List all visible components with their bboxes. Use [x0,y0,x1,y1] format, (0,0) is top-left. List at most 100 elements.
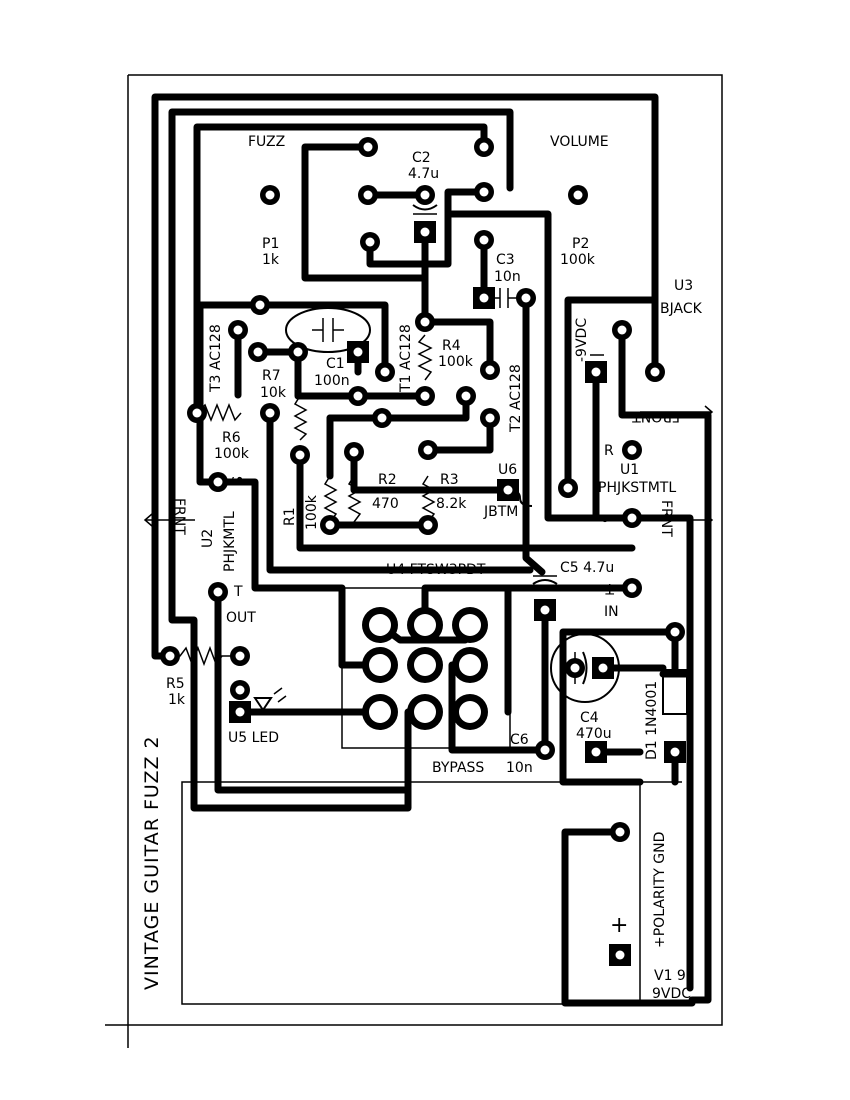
label-p1-ref: P1 [262,236,279,252]
solder-pad [418,440,438,460]
solder-pad [622,578,642,598]
labels: FUZZ VOLUME C2 4.7u P1 1k P2 100k C3 10n… [141,134,703,1002]
label-t3: T3 AC128 [208,324,224,393]
label-r6-val: 100k [214,446,250,462]
solder-pad [415,312,435,332]
label-polarity: +POLARITY GND [652,832,668,948]
label-front1: FRONT [632,408,680,424]
solder-pad [248,342,268,362]
solder-pad [260,403,280,423]
solder-pad [609,944,631,966]
solder-pad [407,647,443,683]
component-symbols [143,204,714,715]
label-r3-val: 8.2k [436,496,467,512]
solder-pad [452,607,488,643]
solder-pad [585,741,607,763]
solder-pad [610,822,630,842]
label-c5: C5 4.7u [560,560,614,576]
solder-pad [229,701,251,723]
solder-pad [208,582,228,602]
board-title: VINTAGE GUITAR FUZZ 2 [141,735,163,990]
solder-pad [452,647,488,683]
label-c2-val: 4.7u [408,166,439,182]
solder-pad [415,386,435,406]
label-d1: D1 1N4001 [644,681,660,760]
label-in: IN [604,604,619,620]
solder-pad [260,185,280,205]
solder-pad [558,478,578,498]
label-u2-ref: U2 [200,529,216,548]
solder-pad [516,288,536,308]
solder-pad [622,508,642,528]
label-out: OUT [226,610,256,626]
solder-pad [362,694,398,730]
solder-pad [160,646,180,666]
label-v1-ref: V1 9 [654,968,686,984]
label-u2-val: PHJKMTL [222,511,238,572]
label-r4-ref: R4 [442,338,461,354]
solder-pad [568,185,588,205]
label-frnt-left: FRNT [171,498,187,535]
label-plus: + [610,913,628,938]
label-v1-val: 9VDC [652,986,691,1002]
label-p2-val: 100k [560,252,596,268]
label-r6-ref: R6 [222,430,241,446]
label-c2-ref: C2 [412,150,431,166]
label-t2: T2 AC128 [508,364,524,433]
label-u1-val: PHJKSTMTL [598,480,676,496]
solder-pad [320,515,340,535]
copper-traces [151,93,712,1007]
solder-pad [288,342,308,362]
label-r5-val: 1k [168,692,186,708]
label-r5-ref: R5 [166,676,185,692]
solder-pad [612,320,632,340]
solder-pad [358,185,378,205]
solder-pad [474,230,494,250]
solder-pad [622,440,642,460]
label-u4: U4 FTSW3PDT [386,562,486,578]
solder-pad [290,445,310,465]
solder-pad [497,479,519,501]
label-r2-ref: R2 [378,472,397,488]
solder-pad [362,647,398,683]
label-r2-val: 470 [372,496,399,512]
label-c1-ref: C1 [326,356,345,372]
solder-pad [250,295,270,315]
solder-pad [407,607,443,643]
label-r7-ref: R7 [262,368,281,384]
label-t-pin-right: T [605,580,615,596]
label-c6: C6 [510,732,529,748]
solder-pad [665,622,685,642]
solder-pad [228,320,248,340]
solder-pad [187,403,207,423]
solder-pad [358,137,378,157]
label-minus9vdc: -9VDC [574,318,590,362]
label-p1-val: 1k [262,252,280,268]
label-bypass: BYPASS [432,760,484,776]
label-r7-val: 10k [260,385,287,401]
label-c3-ref: C3 [496,252,515,268]
solder-pad [208,472,228,492]
solder-pad [360,232,380,252]
label-u3-ref: U3 [674,278,693,294]
label-c4-ref: C4 [580,710,599,726]
label-s-pin-left: S [228,476,244,485]
label-frnt-right: FRNT [658,500,674,537]
solder-pad [535,740,555,760]
solder-pad [347,341,369,363]
label-p2-ref: P2 [572,236,589,252]
label-u1-ref: U1 [620,462,639,478]
label-s-pin-right: S [598,514,614,523]
solder-pad [415,185,435,205]
label-c4-val: 470u [576,726,612,742]
label-r1-ref: R1 [282,507,298,526]
solder-pad [348,386,368,406]
solder-pad [534,599,556,621]
label-volume: VOLUME [550,134,609,150]
label-t-pin-left: T [233,584,243,600]
label-r-pin: R [604,443,614,459]
label-r1-val: 100k [304,494,320,530]
label-u3-val: BJACK [660,301,703,317]
solder-pad [565,658,585,678]
